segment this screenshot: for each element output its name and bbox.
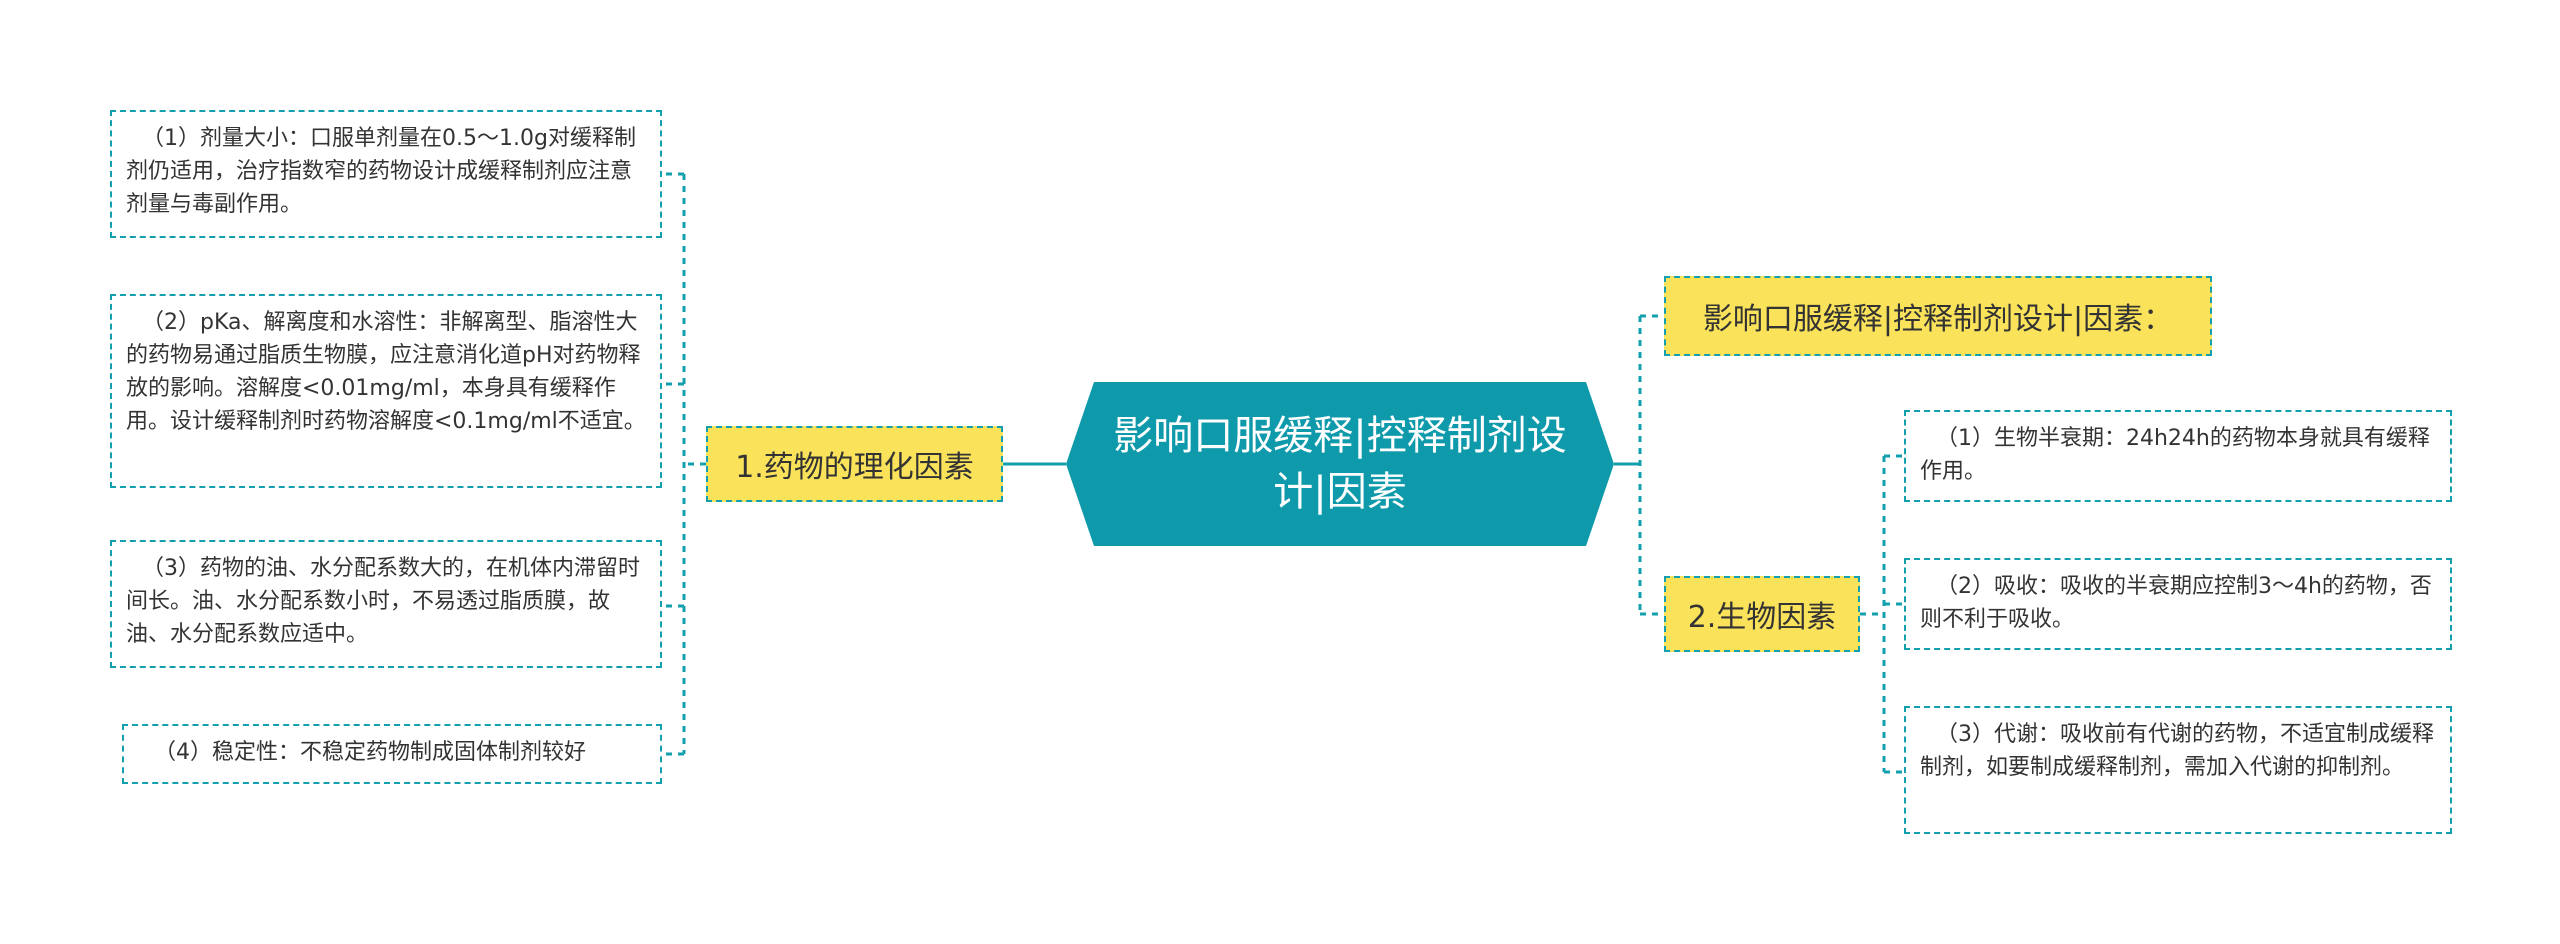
central-topic-label: 影响口服缓释|控释制剂设计|因素 [1113, 413, 1567, 515]
leaf-text: （2）吸收：吸收的半衰期应控制3～4h的药物，否则不利于吸收。 [1920, 574, 2432, 632]
leaf-dose-size[interactable]: （1）剂量大小：口服单剂量在0.5～1.0g对缓释制剂仍适用，治疗指数窄的药物设… [110, 110, 662, 238]
leaf-pka-solubility[interactable]: （2）pKa、解离度和水溶性：非解离型、脂溶性大的药物易通过脂质生物膜，应注意消… [110, 294, 662, 488]
leaf-stability[interactable]: （4）稳定性：不稳定药物制成固体制剂较好 [122, 724, 662, 784]
topic-physicochemical-factors[interactable]: 1.药物的理化因素 [706, 426, 1003, 502]
leaf-text: （1）剂量大小：口服单剂量在0.5～1.0g对缓释制剂仍适用，治疗指数窄的药物设… [126, 126, 636, 217]
central-topic[interactable]: 影响口服缓释|控释制剂设计|因素 [1066, 382, 1614, 546]
leaf-text: （2）pKa、解离度和水溶性：非解离型、脂溶性大的药物易通过脂质生物膜，应注意消… [126, 310, 646, 434]
topic-label: 影响口服缓释|控释制剂设计|因素： [1702, 302, 2174, 337]
leaf-text: （3）药物的油、水分配系数大的，在机体内滞留时间长。油、水分配系数小时，不易透过… [126, 556, 640, 647]
leaf-text: （4）稳定性：不稳定药物制成固体制剂较好 [154, 740, 586, 765]
leaf-half-life[interactable]: （1）生物半衰期：24h24h的药物本身就具有缓释作用。 [1904, 410, 2452, 502]
leaf-text: （1）生物半衰期：24h24h的药物本身就具有缓释作用。 [1920, 426, 2430, 484]
topic-label: 2.生物因素 [1687, 600, 1837, 635]
leaf-partition-coefficient[interactable]: （3）药物的油、水分配系数大的，在机体内滞留时间长。油、水分配系数小时，不易透过… [110, 540, 662, 668]
topic-label: 1.药物的理化因素 [735, 450, 974, 485]
leaf-text: （3）代谢：吸收前有代谢的药物，不适宜制成缓释制剂，如要制成缓释制剂，需加入代谢… [1920, 722, 2434, 780]
topic-biological-factors[interactable]: 2.生物因素 [1664, 576, 1860, 652]
leaf-metabolism[interactable]: （3）代谢：吸收前有代谢的药物，不适宜制成缓释制剂，如要制成缓释制剂，需加入代谢… [1904, 706, 2452, 834]
topic-header-right[interactable]: 影响口服缓释|控释制剂设计|因素： [1664, 276, 2212, 356]
leaf-absorption[interactable]: （2）吸收：吸收的半衰期应控制3～4h的药物，否则不利于吸收。 [1904, 558, 2452, 650]
